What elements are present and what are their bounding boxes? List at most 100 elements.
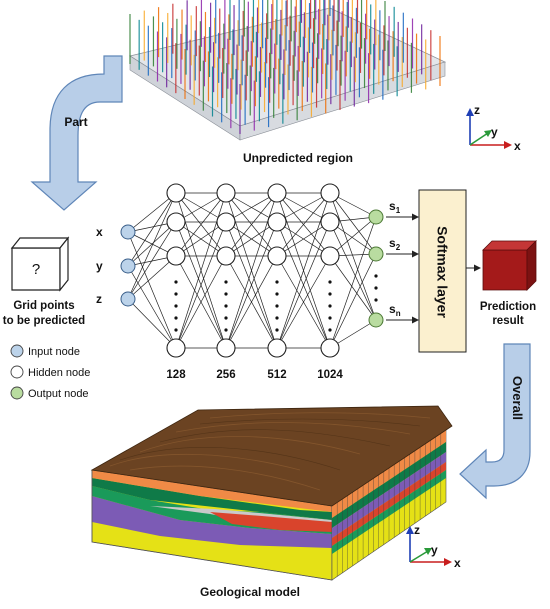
output-node-3 (368, 312, 384, 328)
legend-hidden-swatch (10, 365, 24, 379)
network-edge (175, 221, 227, 349)
ellipsis-dot (328, 316, 332, 320)
network-edge (276, 221, 331, 257)
network-edge (127, 192, 177, 233)
hidden-node-l4-4 (320, 338, 340, 358)
layer-size-1: 128 (166, 369, 186, 381)
network-edge (329, 216, 377, 257)
hidden-node-l3-2 (267, 212, 287, 232)
arrows-to-softmax (386, 213, 419, 324)
network-edge (127, 255, 177, 300)
network-nodes (120, 183, 384, 358)
ellipsis-dot (328, 304, 332, 308)
grid-point-cube: ? (10, 236, 70, 292)
legend: Input node Hidden node Output node (10, 344, 90, 400)
grid-points-label-line1: Grid points (13, 300, 74, 312)
geological-model-label: Geological model (200, 585, 300, 599)
network-edge (225, 221, 278, 349)
output-label-sn: sn (389, 302, 401, 318)
network-edge (276, 192, 331, 223)
ellipsis-dot (328, 280, 332, 284)
geological-column-stripes (336, 433, 442, 577)
ellipsis-dot (328, 328, 332, 332)
grid-points-label-line2: to be predicted (3, 315, 85, 327)
network-edge (225, 221, 278, 257)
network-edge (175, 221, 227, 257)
network-edge (225, 192, 278, 257)
ellipsis-dot (275, 328, 279, 332)
part-arrow: Part (30, 55, 123, 211)
ellipsis-dot (374, 286, 378, 290)
ellipsis-dot (224, 280, 228, 284)
legend-hidden-label: Hidden node (28, 367, 90, 379)
ellipsis-dot (275, 292, 279, 296)
output-label-s2: s2 (389, 236, 401, 252)
output-node-2 (368, 246, 384, 262)
axis-gizmo-top: z y x (466, 103, 521, 153)
ellipsis-dot (275, 316, 279, 320)
hidden-node-l2-3 (216, 246, 236, 266)
hidden-node-l1-4 (166, 338, 186, 358)
unpredicted-region-graphic (128, 0, 447, 141)
network-edge (127, 265, 177, 349)
network-edges (127, 192, 377, 349)
network-edge (329, 253, 377, 349)
ellipsis-dot (174, 292, 178, 296)
hidden-node-l3-4 (267, 338, 287, 358)
input-label-z: z (96, 292, 102, 306)
network-edge (329, 221, 377, 321)
output-node-1 (368, 209, 384, 225)
hidden-node-l4-1 (320, 183, 340, 203)
hidden-node-l2-1 (216, 183, 236, 203)
legend-output-label: Output node (28, 388, 89, 400)
ellipsis-dot (224, 316, 228, 320)
axis-y-label: y (491, 125, 498, 139)
ellipsis-dot (224, 292, 228, 296)
network-edge (225, 255, 278, 349)
ellipsis-dot (328, 292, 332, 296)
overall-arrow: Overall (459, 343, 531, 500)
network-edge (276, 255, 331, 349)
network-edge (175, 255, 227, 349)
softmax-layer: Softmax layer (418, 189, 467, 353)
hidden-node-l2-4 (216, 338, 236, 358)
ellipsis-dot (275, 280, 279, 284)
hidden-node-l1-1 (166, 183, 186, 203)
question-mark: ? (32, 261, 40, 278)
axis-x-label: x (514, 139, 521, 153)
axis-gizmo-bottom: z y x (406, 523, 461, 570)
hidden-node-l1-2 (166, 212, 186, 232)
network-edge (276, 221, 331, 349)
network-edge (127, 192, 177, 267)
network-edge (276, 192, 331, 257)
layer-size-3: 512 (267, 369, 286, 381)
network-edge (329, 216, 377, 349)
hidden-node-l1-3 (166, 246, 186, 266)
ellipsis-dot (224, 328, 228, 332)
network-edge (127, 231, 177, 349)
network-edge (329, 192, 377, 255)
axis-z-label-bottom: z (414, 523, 420, 537)
prediction-label-line1: Prediction (480, 301, 536, 313)
overall-label: Overall (510, 376, 525, 420)
network-ellipsis-dots (174, 274, 378, 332)
layer-size-4: 1024 (317, 369, 343, 381)
network-edge (225, 192, 278, 223)
ellipsis-dot (275, 304, 279, 308)
ellipsis-dot (374, 274, 378, 278)
prediction-cube (482, 240, 537, 291)
network-edge (329, 192, 377, 321)
ellipsis-dot (174, 328, 178, 332)
network-edge (175, 192, 227, 257)
axis-y-label-bottom: y (431, 543, 438, 557)
axis-x-label-bottom: x (454, 556, 461, 570)
legend-output-swatch (10, 386, 24, 400)
grid-columns (129, 0, 441, 134)
network-edge (175, 192, 227, 223)
network-edge (127, 298, 177, 349)
ellipsis-dot (174, 304, 178, 308)
input-node-1 (120, 224, 136, 240)
hidden-node-l3-1 (267, 183, 287, 203)
